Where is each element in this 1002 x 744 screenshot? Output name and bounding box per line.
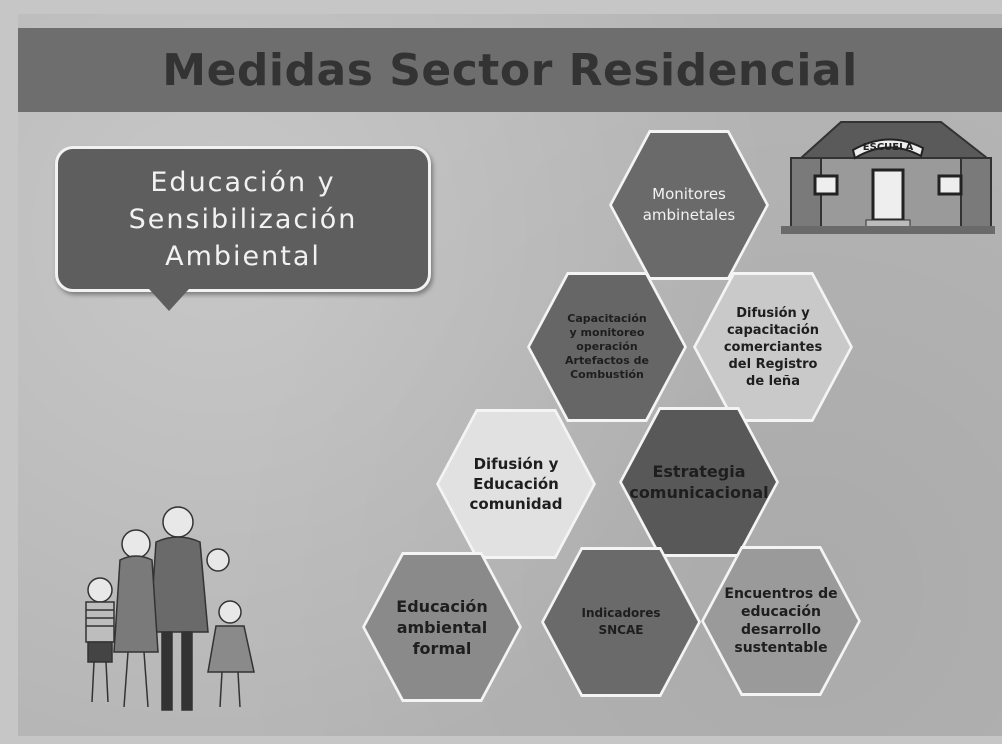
- family-illustration: [85, 506, 255, 711]
- hex-capacitacion-label: Capacitación y monitoreo operación Artef…: [565, 312, 649, 381]
- hex-educacion-formal-label: Educación ambiental formal: [396, 596, 488, 658]
- hex-indicadores-sncae: Indicadores SNCAE: [541, 547, 701, 697]
- hex-difusion-registro-label: Difusión y capacitación comerciantes del…: [723, 305, 823, 389]
- hex-indicadores-label: Indicadores SNCAE: [581, 606, 661, 637]
- hex-estrategia-comunicacional: Estrategia comunicacional: [619, 407, 779, 557]
- hex-difusion-comunidad: Difusión y Educación comunidad: [436, 409, 596, 559]
- hex-difusion-comunidad-label: Difusión y Educación comunidad: [469, 455, 563, 513]
- hex-capacitacion-monitoreo: Capacitación y monitoreo operación Artef…: [527, 272, 687, 422]
- hex-encuentros-label: Encuentros de educación desarrollo suste…: [724, 586, 838, 656]
- school-illustration: ESCUELA: [781, 121, 995, 234]
- title-bar: Medidas Sector Residencial: [18, 28, 1002, 112]
- hex-encuentros-educacion: Encuentros de educación desarrollo suste…: [701, 546, 861, 696]
- slide-title: Medidas Sector Residencial: [162, 44, 858, 96]
- school-sign-text: ESCUELA: [863, 142, 914, 153]
- hex-educacion-formal: Educación ambiental formal: [362, 552, 522, 702]
- topic-callout: Educación y Sensibilización Ambiental: [55, 146, 431, 292]
- slide: Medidas Sector Residencial Educación y S…: [18, 14, 1002, 736]
- hex-estrategia-label: Estrategia comunicacional: [629, 462, 769, 502]
- hex-difusion-registro: Difusión y capacitación comerciantes del…: [693, 272, 853, 422]
- hex-monitores-ambientales: Monitores ambinetales: [609, 130, 769, 280]
- callout-tail: [149, 289, 189, 311]
- callout-text: Educación y Sensibilización Ambiental: [128, 166, 358, 272]
- hex-monitores-label: Monitores ambinetales: [642, 185, 736, 224]
